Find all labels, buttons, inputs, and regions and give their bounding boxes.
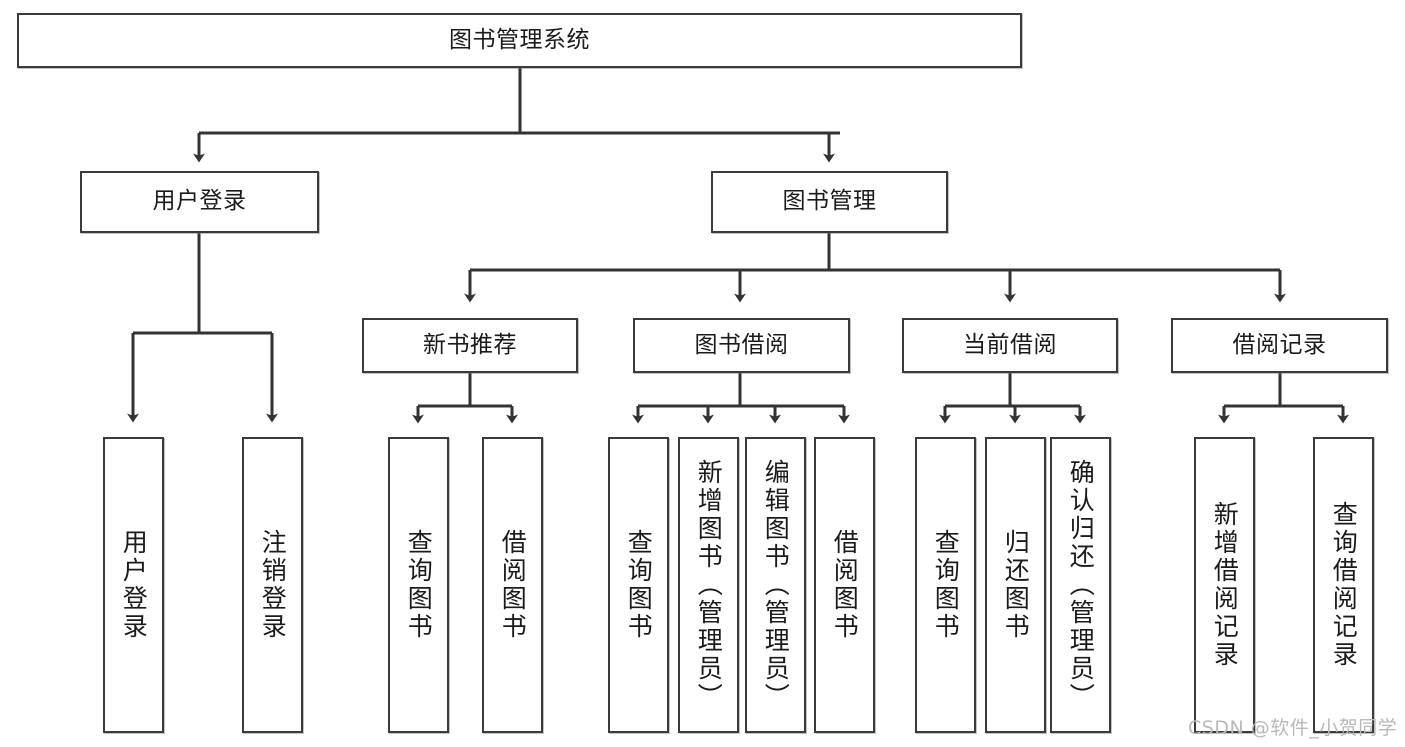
leaf-user-login-login[interactable]: 用户登录: [103, 437, 164, 733]
leaf-borrow-edit-book-admin[interactable]: 编辑图书（管理员）: [745, 437, 806, 733]
node-label: 借阅图书: [830, 529, 860, 641]
node-label: 归还图书: [1001, 529, 1031, 641]
leaf-user-login-logout[interactable]: 注销登录: [242, 437, 303, 733]
node-new-book-recommend[interactable]: 新书推荐: [362, 318, 578, 373]
leaf-borrow-query-book[interactable]: 查询图书: [608, 437, 669, 733]
node-book-management[interactable]: 图书管理: [711, 171, 948, 233]
node-label: 用户登录: [119, 529, 149, 641]
leaf-recommend-query-book[interactable]: 查询图书: [388, 437, 449, 733]
leaf-current-confirm-return-admin[interactable]: 确认归还（管理员）: [1050, 437, 1111, 733]
node-label: 注销登录: [258, 529, 288, 641]
node-user-login[interactable]: 用户登录: [80, 171, 319, 233]
node-label: 查询图书: [404, 529, 434, 641]
node-label: 编辑图书（管理员）: [761, 459, 791, 711]
leaf-recommend-borrow-book[interactable]: 借阅图书: [482, 437, 543, 733]
node-label: 图书管理: [782, 188, 877, 215]
node-label: 查询图书: [624, 529, 654, 641]
node-label: 当前借阅: [963, 331, 1057, 358]
node-book-borrow[interactable]: 图书借阅: [633, 318, 850, 373]
node-label: 新增图书（管理员）: [694, 459, 724, 711]
node-label: 借阅图书: [498, 529, 528, 641]
node-label: 新增借阅记录: [1210, 501, 1240, 669]
leaf-record-add-record[interactable]: 新增借阅记录: [1194, 437, 1255, 733]
node-label: 用户登录: [152, 188, 247, 215]
node-label: 图书管理系统: [449, 26, 590, 53]
leaf-borrow-borrow-book[interactable]: 借阅图书: [814, 437, 875, 733]
node-label: 确认归还（管理员）: [1066, 459, 1096, 711]
node-label: 借阅记录: [1232, 331, 1327, 358]
node-label: 查询图书: [931, 529, 961, 641]
node-root-system[interactable]: 图书管理系统: [17, 13, 1022, 68]
leaf-borrow-add-book-admin[interactable]: 新增图书（管理员）: [678, 437, 739, 733]
leaf-current-return-book[interactable]: 归还图书: [985, 437, 1046, 733]
node-borrow-record[interactable]: 借阅记录: [1171, 318, 1388, 373]
node-current-borrow[interactable]: 当前借阅: [902, 318, 1118, 373]
node-label: 查询借阅记录: [1329, 501, 1359, 669]
csdn-watermark: CSDN @软件_小贺同学: [1188, 717, 1398, 739]
leaf-record-query-record[interactable]: 查询借阅记录: [1313, 437, 1374, 733]
node-label: 新书推荐: [423, 331, 517, 358]
leaf-current-query-book[interactable]: 查询图书: [915, 437, 976, 733]
node-label: 图书借阅: [694, 331, 789, 358]
